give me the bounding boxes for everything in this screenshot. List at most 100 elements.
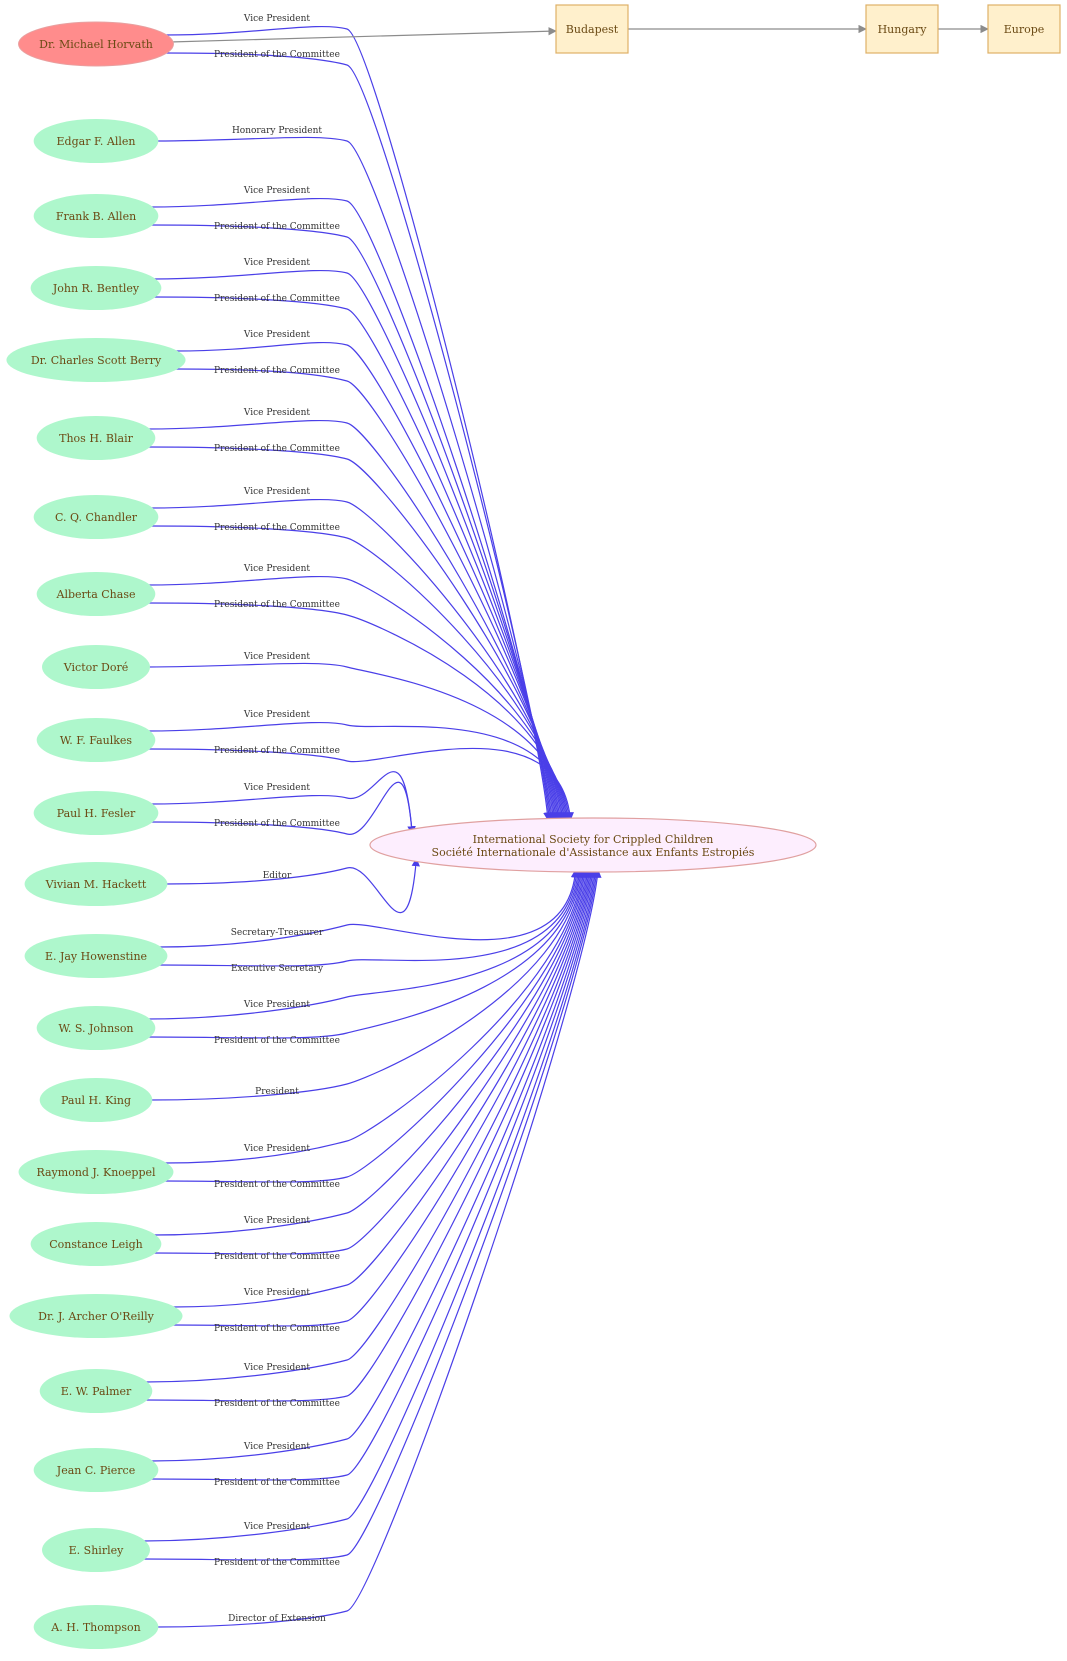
place-node-hungary[interactable]: Hungary: [865, 4, 939, 54]
person-ellipse: [33, 495, 159, 539]
edge-allen-f-0: [150, 197, 556, 821]
edge-thompson-0: [156, 869, 602, 1628]
person-node-thompson[interactable]: A. H. Thompson: [33, 1605, 159, 1649]
person-node-leigh[interactable]: Constance Leigh: [30, 1222, 162, 1266]
edge-horvath-budapest: [169, 27, 557, 43]
edge-label: President of the Committee: [214, 600, 340, 610]
edge-fesler-1: [150, 781, 416, 835]
person-ellipse: [36, 572, 156, 616]
person-ellipse: [18, 1150, 174, 1194]
edge-label: President of the Committee: [214, 1478, 340, 1488]
person-node-chandler[interactable]: C. Q. Chandler: [33, 495, 159, 539]
person-label: Victor Doré: [63, 661, 128, 674]
person-label: Alberta Chase: [56, 588, 136, 601]
person-node-knoeppel[interactable]: Raymond J. Knoeppel: [18, 1150, 174, 1194]
person-node-oreilly[interactable]: Dr. J. Archer O'Reilly: [9, 1294, 183, 1338]
person-label: Frank B. Allen: [56, 210, 136, 223]
edge-bentley-0: [153, 269, 559, 821]
person-label: John R. Bentley: [52, 282, 140, 295]
person-node-pierce[interactable]: Jean C. Pierce: [33, 1448, 159, 1492]
person-node-allen-f[interactable]: Frank B. Allen: [33, 194, 159, 238]
person-node-fesler[interactable]: Paul H. Fesler: [33, 791, 159, 835]
edge-fesler-0: [150, 771, 416, 835]
person-label: Paul H. Fesler: [57, 807, 136, 820]
edge-label: Editor: [263, 871, 292, 881]
person-node-king[interactable]: Paul H. King: [39, 1078, 153, 1122]
person-node-johnson[interactable]: W. S. Johnson: [36, 1006, 156, 1050]
person-ellipse: [39, 1369, 153, 1413]
edge-chase-0: [148, 575, 569, 821]
person-node-hackett[interactable]: Vivian M. Hackett: [24, 862, 168, 906]
edge-howenstine-0: [159, 869, 580, 948]
edge-allen-f-1: [150, 224, 557, 821]
person-label: E. W. Palmer: [61, 1385, 132, 1398]
edge-label: President of the Committee: [214, 444, 340, 454]
edge-label: President of the Committee: [214, 746, 340, 756]
edge-label: Vice President: [243, 1216, 311, 1226]
person-ellipse: [30, 266, 162, 310]
person-node-bentley[interactable]: John R. Bentley: [30, 266, 162, 310]
edge-berry-1: [175, 368, 563, 821]
person-label: A. H. Thompson: [50, 1621, 140, 1634]
edge-label: President of the Committee: [214, 222, 340, 232]
edge-label: President of the Committee: [214, 1036, 340, 1046]
edge-label: President of the Committee: [214, 1252, 340, 1262]
edge-leigh-1: [153, 869, 590, 1255]
person-node-blair[interactable]: Thos H. Blair: [36, 416, 156, 460]
organization-node[interactable]: International Society for Crippled Child…: [369, 817, 817, 873]
edge-label: Vice President: [243, 1363, 311, 1373]
person-ellipse: [9, 1294, 183, 1338]
edge-label: President of the Committee: [214, 50, 340, 60]
edge-label: Vice President: [243, 330, 311, 340]
person-node-palmer[interactable]: E. W. Palmer: [39, 1369, 153, 1413]
person-ellipse: [36, 1006, 156, 1050]
person-label: Dr. Michael Horvath: [39, 38, 153, 51]
edge-palmer-1: [145, 869, 595, 1402]
person-label: Constance Leigh: [49, 1238, 142, 1251]
person-ellipse: [33, 1448, 159, 1492]
person-label: W. S. Johnson: [58, 1022, 133, 1035]
person-label: Dr. J. Archer O'Reilly: [38, 1310, 155, 1323]
edge-label: Executive Secretary: [231, 964, 324, 974]
edge-knoeppel-1: [164, 869, 588, 1183]
edge-label: President of the Committee: [214, 523, 340, 533]
person-ellipse: [42, 1528, 150, 1572]
person-ellipse: [24, 862, 168, 906]
edge-label: President of the Committee: [214, 1180, 340, 1190]
place-node-europe[interactable]: Europe: [987, 4, 1061, 54]
edge-berry-0: [175, 341, 561, 821]
edge-label: Vice President: [243, 258, 311, 268]
person-ellipse: [30, 1222, 162, 1266]
edge-label: Vice President: [243, 783, 311, 793]
edge-oreilly-1: [172, 869, 593, 1327]
edge-shirley-0: [143, 869, 599, 1542]
person-node-allen-e[interactable]: Edgar F. Allen: [33, 119, 159, 163]
edge-palmer-0: [145, 869, 594, 1383]
person-label: Jean C. Pierce: [56, 1464, 135, 1477]
edge-label: Vice President: [243, 408, 311, 418]
place-node-budapest[interactable]: Budapest: [555, 4, 629, 54]
person-ellipse: [33, 194, 159, 238]
edge-allen-e-0: [156, 136, 555, 821]
person-ellipse: [24, 934, 168, 978]
person-node-faulkes[interactable]: W. F. Faulkes: [36, 718, 156, 762]
edge-chandler-1: [150, 525, 568, 821]
edge-label: Vice President: [243, 1000, 311, 1010]
person-node-dore[interactable]: Victor Doré: [42, 645, 150, 689]
edge-label: Vice President: [243, 186, 311, 196]
edge-leigh-0: [153, 869, 589, 1236]
edge-king-0: [150, 869, 585, 1101]
person-node-chase[interactable]: Alberta Chase: [36, 572, 156, 616]
person-ellipse: [18, 21, 174, 67]
person-node-berry[interactable]: Dr. Charles Scott Berry: [6, 338, 186, 382]
person-label: Paul H. King: [61, 1094, 131, 1107]
person-node-horvath[interactable]: Dr. Michael Horvath: [18, 21, 174, 67]
person-ellipse: [33, 791, 159, 835]
edge-label: President of the Committee: [214, 819, 340, 829]
person-node-howenstine[interactable]: E. Jay Howenstine: [24, 934, 168, 978]
person-label: C. Q. Chandler: [55, 511, 138, 524]
person-label: E. Shirley: [69, 1544, 124, 1557]
person-node-shirley[interactable]: E. Shirley: [42, 1528, 150, 1572]
